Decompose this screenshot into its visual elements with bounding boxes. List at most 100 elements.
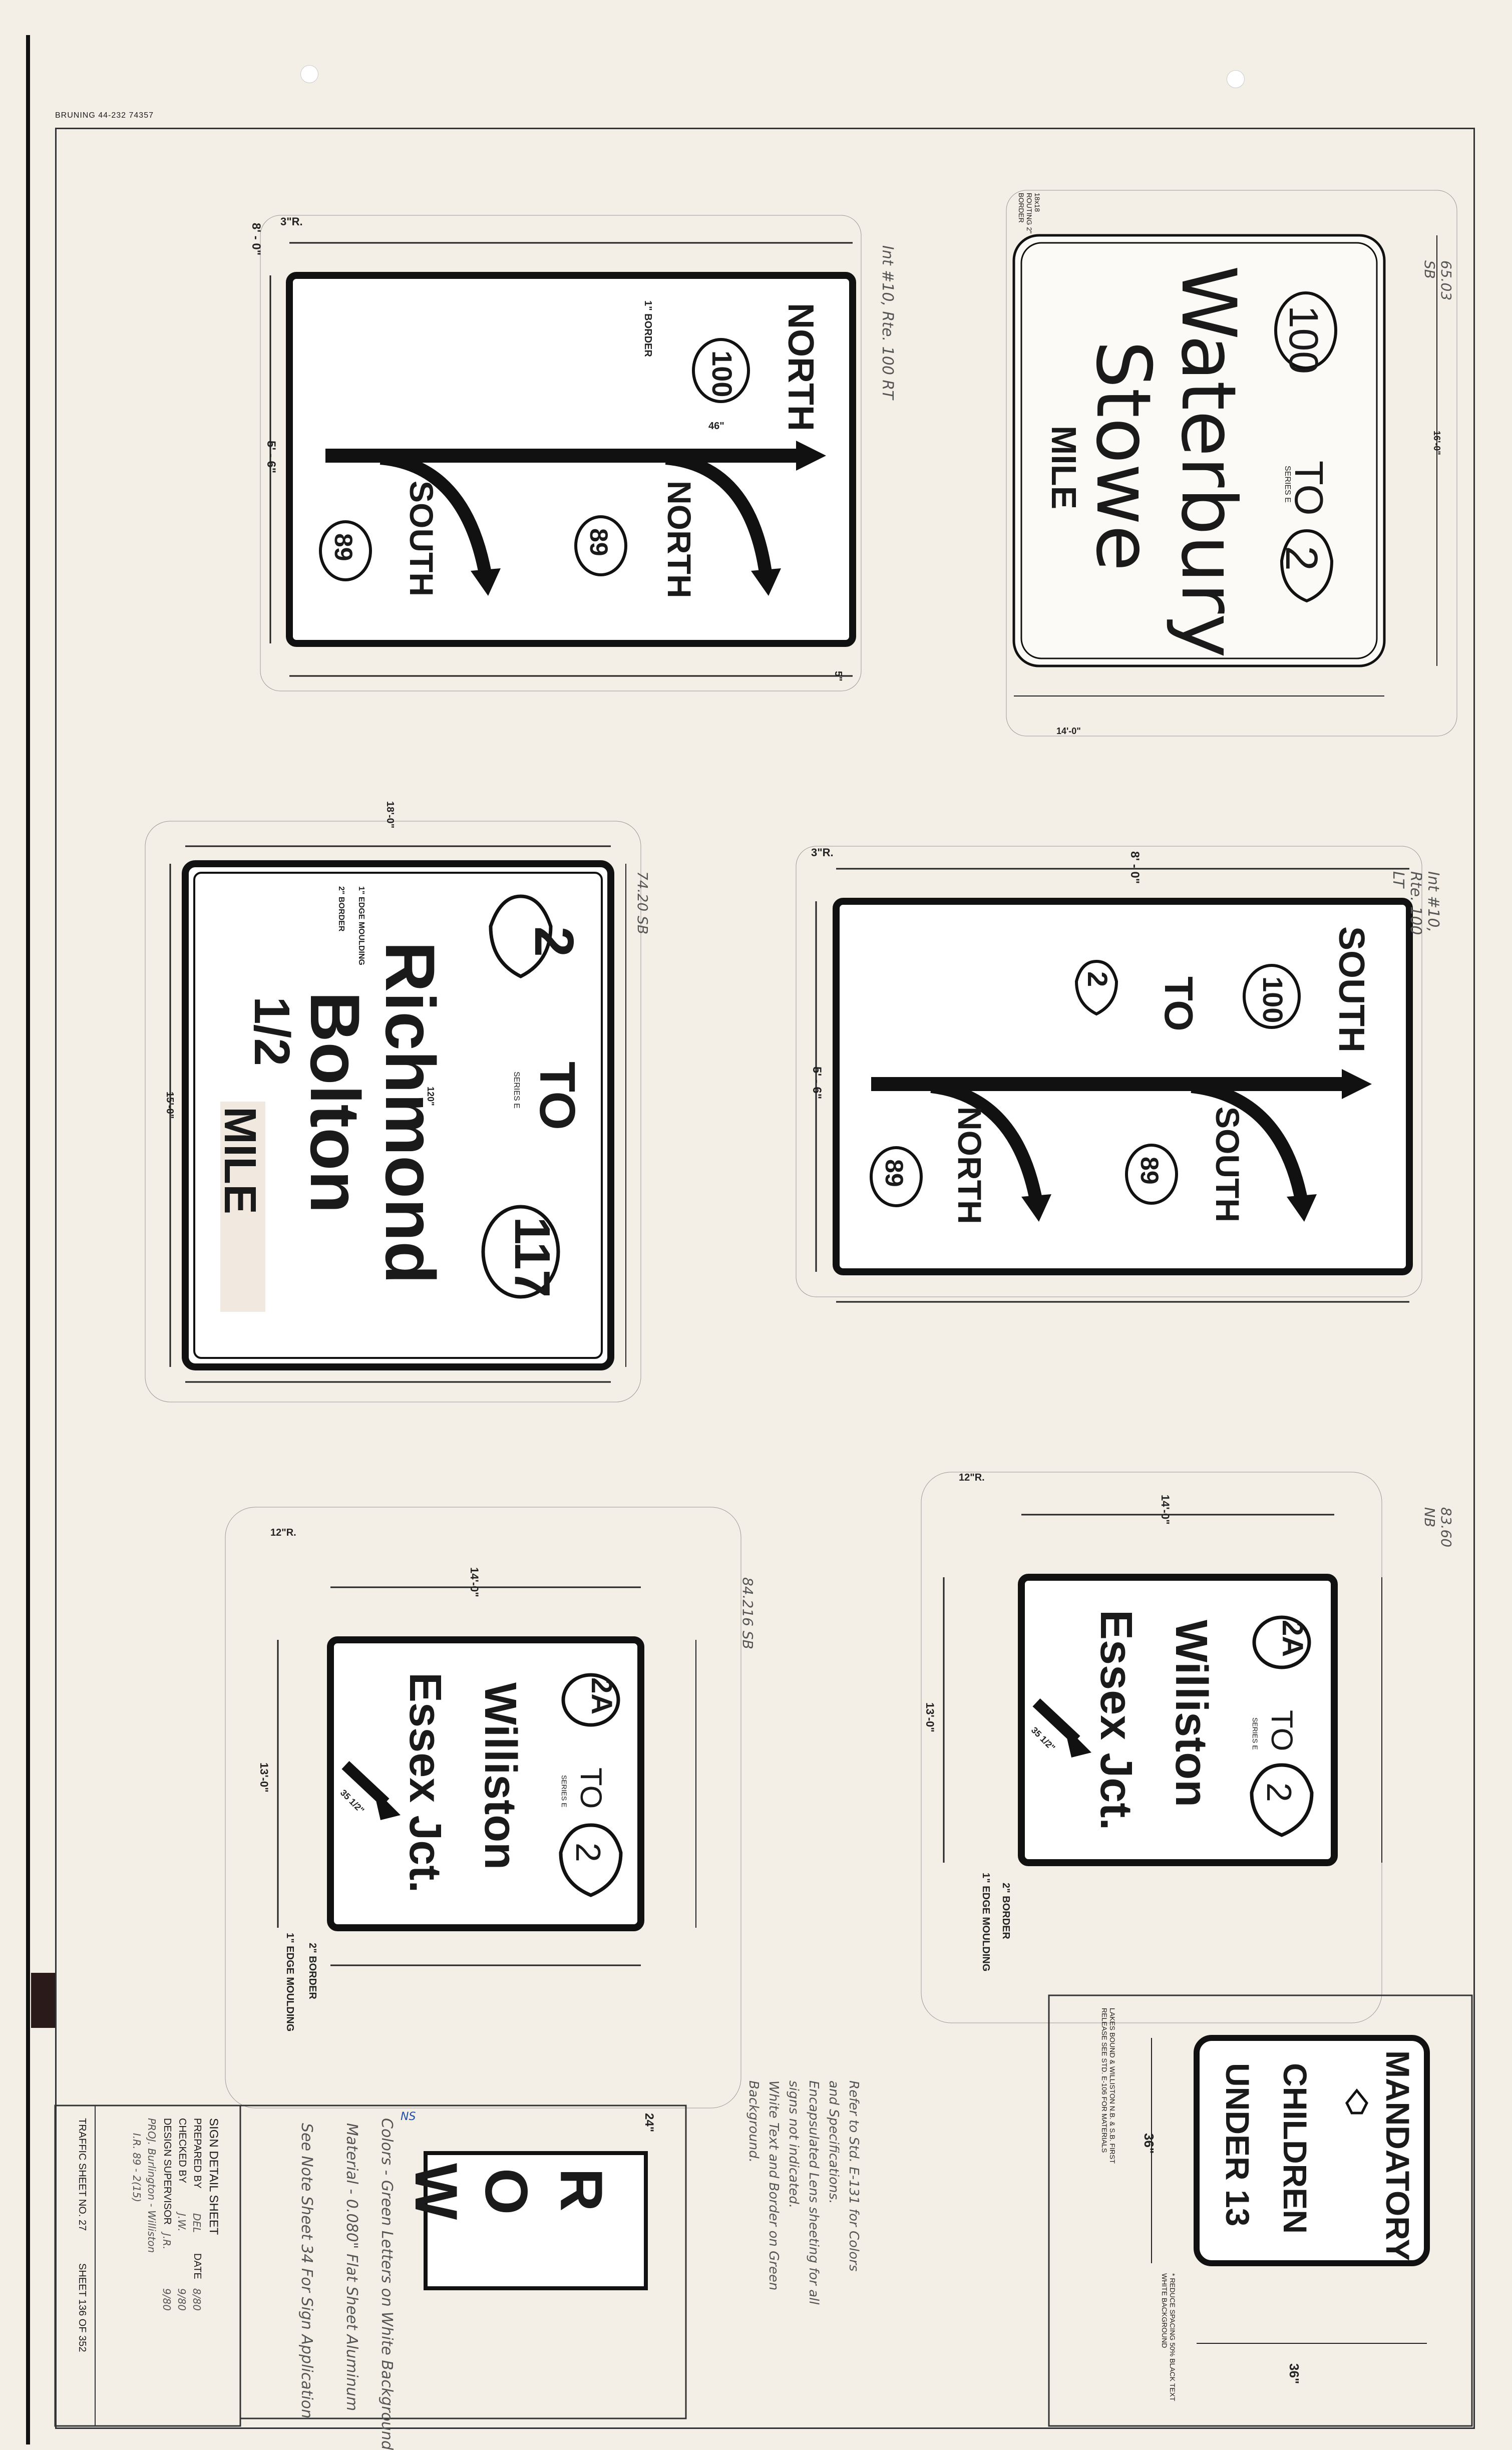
sign-3-bolton: Bolton	[296, 991, 374, 1214]
title-block-checked-val: J.W.	[176, 2213, 188, 2232]
sign-1-route-100: 100	[706, 351, 738, 398]
sign-3-mile: MILE	[215, 1107, 265, 1214]
sign-6-border-note: 2" BORDER	[1000, 1883, 1011, 1939]
sign-1-int10-rte100-rt	[260, 215, 862, 691]
sign-1-north-89-label: NORTH	[661, 481, 698, 598]
sign-7-footnote: * REDUCE SPACING 50% BLACK TEXT WHITE BA…	[1161, 2273, 1177, 2401]
sign-7-mandatory	[1048, 1994, 1473, 2427]
sign-8-row	[239, 2105, 687, 2419]
sign-4-corner-dim: 3"R.	[811, 846, 834, 859]
sign-6-width-dim: 14'-0"	[1159, 1495, 1172, 1525]
sign-6-location-note: 83.60 NB	[1421, 1507, 1454, 1548]
sign-1-route-89a: 89	[585, 528, 613, 556]
title-block-date-label: DATE	[192, 2253, 203, 2279]
sign-5-route-2a: 2A	[585, 1677, 618, 1715]
sign-1-border-note: 1" BORDER	[642, 300, 653, 357]
title-block-date-val2: 9/80	[176, 2288, 188, 2311]
sign-3-dim-120: 120"	[426, 1087, 436, 1106]
sign-2-height-dim: 16'-0"	[1432, 431, 1442, 455]
sign-5-williston-sb	[225, 1507, 741, 2109]
sign-6-edge-note: 1" EDGE MOULDING	[980, 1873, 991, 1972]
title-block-date-val: 8/80	[191, 2288, 203, 2311]
general-note-line5: White Text and Border on Green	[766, 2080, 781, 2291]
general-note-line6: Background.	[746, 2080, 761, 2163]
sign-8-letter-o: O	[473, 2168, 540, 2215]
punch-hole	[1227, 70, 1245, 88]
sign-3-route-117: 117	[504, 1217, 560, 1298]
title-block-prepared-val: DEL	[191, 2213, 203, 2233]
sign-6-route-2a: 2A	[1276, 1620, 1309, 1657]
sign-3-richmond-bolton	[145, 821, 641, 1403]
sign-4-south-label: SOUTH	[1331, 926, 1371, 1053]
sign-6-corner-note: 12"R.	[959, 1472, 985, 1483]
title-block-design-val: J.R.	[161, 2233, 173, 2250]
title-block-design-label: DESIGN SUPERVISOR	[162, 2118, 173, 2225]
title-block-sheet-number: SHEET 136 OF 352	[77, 2263, 88, 2352]
sign-8-note-colors: Colors - Green Letters on White Backgrou…	[378, 2118, 396, 2450]
sign-4-height-dim: 5' - 6"	[810, 1067, 824, 1100]
sign-1-dim-46: 46"	[708, 421, 724, 432]
sign-5-edge-note: 1" EDGE MOULDING	[284, 1933, 295, 2032]
sign-4-to: TO	[1157, 976, 1201, 1031]
sign-2-width-dim: 14'-0"	[1056, 726, 1081, 736]
sign-5-essex: Essex Jct.	[400, 1672, 450, 1893]
sign-7-children: CHILDREN	[1277, 2063, 1314, 2234]
sign-8-letter-r: R	[548, 2168, 615, 2212]
title-block-title: SIGN DETAIL SHEET	[207, 2118, 220, 2235]
sign-8-letter-w: W	[403, 2163, 470, 2220]
index-tab	[31, 1973, 55, 2028]
title-block-checked-label: CHECKED BY	[177, 2118, 188, 2184]
sign-4-width-dim: 8' - 0"	[1128, 851, 1142, 884]
sign-2-waterbury-stowe	[1006, 190, 1457, 737]
sign-5-route-2: 2	[569, 1843, 608, 1862]
sign-7-under13: UNDER 13	[1219, 2063, 1256, 2227]
sign-3-series: SERIES E	[512, 1072, 521, 1109]
sign-6-to: TO	[1265, 1710, 1299, 1752]
sign-2-top-note: 18x18 ROUTING 2" BORDER	[1017, 193, 1041, 234]
sign-5-to: TO	[574, 1768, 608, 1809]
sign-1-location-note: Int #10, Rte. 100 RT	[879, 245, 896, 400]
sign-8-note-see: See Note Sheet 34 For Sign Application	[298, 2123, 315, 2419]
sign-6-height-dim: 13'-0"	[924, 1702, 936, 1732]
sign-3-to: TO	[529, 1062, 585, 1131]
paper-stamp: BRUNING 44-232 74357	[55, 111, 154, 120]
general-note-line3: Encapsulated Lens sheeting for all	[806, 2080, 821, 2305]
sign-8-tag: NS	[401, 2111, 416, 2123]
sign-3-width-dim: 18'-0"	[385, 801, 396, 829]
sign-2-to: TO	[1287, 461, 1331, 516]
sign-2-route-2: 2	[1276, 546, 1326, 571]
sign-3-richmond: Richmond	[371, 941, 450, 1284]
sign-1-height-dim: 5' - 6"	[264, 441, 278, 474]
sign-3-route-2: 2	[523, 926, 585, 957]
sign-3-half: 1/2	[244, 996, 300, 1067]
sign-4-route-89b: 89	[880, 1159, 908, 1187]
punch-hole	[300, 65, 318, 83]
sign-1-south-label: SOUTH	[403, 481, 440, 596]
sign-5-series: SERIES E	[560, 1775, 568, 1808]
sign-2-route-100: 100	[1281, 305, 1326, 374]
sign-3-border-note: 2" BORDER	[337, 886, 345, 932]
sign-1-dim-bottom-first: 5"	[833, 671, 844, 681]
sign-7-width-dim: 36"	[1287, 2363, 1302, 2384]
sign-8-note-material: Material - 0.080" Flat Sheet Aluminum	[343, 2123, 360, 2411]
drawing-frame	[55, 128, 1475, 2429]
sign-5-width-dim: 14'-0"	[468, 1567, 481, 1597]
general-note-line1: Refer to Std. E-131 for Colors	[846, 2080, 861, 2272]
sign-5-height-dim: 13'-0"	[258, 1763, 270, 1793]
sign-4-route-89a: 89	[1136, 1157, 1164, 1185]
sign-7-mandatory: MANDATORY	[1379, 2050, 1416, 2261]
sign-2-waterbury: Waterbury	[1165, 265, 1252, 658]
sign-8-width-dim: 24"	[642, 2113, 656, 2133]
title-block-traffic-sheet: TRAFFIC SHEET NO. 27	[77, 2118, 88, 2231]
sign-6-essex: Essex Jct.	[1091, 1610, 1141, 1831]
title-block-project-no: I.R. 89 - 2(15)	[131, 2133, 143, 2203]
sign-4-route-100: 100	[1257, 976, 1289, 1023]
sign-6-series: SERIES E	[1251, 1717, 1259, 1750]
title-block	[54, 2105, 241, 2427]
sign-7-height-dim: 36"	[1142, 2133, 1157, 2154]
title-block-prepared-label: PREPARED BY	[192, 2118, 203, 2189]
sign-5-border-note: 2" BORDER	[307, 1943, 318, 1999]
sign-6-williston: Williston	[1166, 1620, 1216, 1808]
sign-2-stowe: Stowe	[1079, 340, 1167, 571]
title-block-project: PROJ. Burlington - Williston	[146, 2118, 158, 2253]
